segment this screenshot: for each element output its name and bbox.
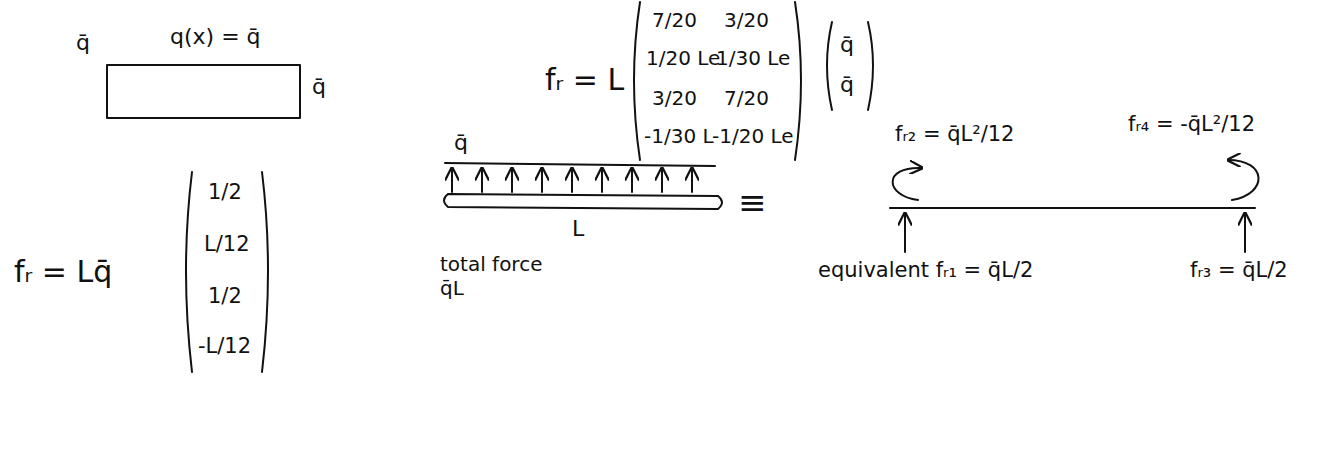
vector-bracket: [186, 172, 192, 372]
handwritten-label: equivalent fᵣ₁ = q̄L/2: [818, 258, 1033, 283]
moment-arrow: [1228, 160, 1259, 200]
handwritten-label: -1/20 Le: [712, 124, 794, 148]
handwritten-label: 3/20: [652, 86, 697, 110]
handwritten-label: q̄: [454, 130, 468, 156]
moment-arrow: [893, 168, 922, 200]
matrix-bracket: [795, 2, 801, 160]
handwritten-label: -L/12: [198, 334, 251, 359]
handwritten-label: q̄: [840, 72, 854, 98]
load-arrows: [452, 168, 692, 192]
handwritten-label: L/12: [204, 232, 250, 257]
handwritten-label: ≡: [738, 182, 767, 223]
handwritten-label: fᵣ₃ = q̄L/2: [1190, 258, 1288, 283]
handwritten-label: q̄: [76, 30, 90, 56]
handwritten-label: 7/20: [652, 8, 697, 32]
handwritten-label: 1/2: [208, 180, 242, 205]
handwritten-label: q̄: [312, 74, 326, 100]
bar-element: [107, 65, 300, 118]
handwritten-label: fᵣ = Lq̄: [14, 254, 112, 290]
vector-bracket: [262, 172, 268, 372]
handwritten-label: q(x) = q̄: [170, 24, 261, 50]
handwritten-label: fᵣ₂ = q̄L²/12: [895, 122, 1014, 147]
handwritten-label: 1/20 Le: [646, 46, 720, 70]
beam: [890, 207, 1255, 209]
handwritten-label: 1/2: [208, 284, 242, 309]
handwritten-label: total force q̄L: [440, 252, 560, 300]
matrix-bracket: [634, 2, 640, 160]
handwritten-label: 1/30 Le: [716, 46, 790, 70]
vector-bracket: [827, 22, 832, 110]
load-line: [445, 163, 715, 166]
beam: [444, 194, 722, 209]
vector-bracket: [868, 22, 873, 110]
handwritten-label: 7/20: [724, 86, 769, 110]
force-arrow: [1244, 213, 1246, 252]
handwritten-label: 3/20: [724, 8, 769, 32]
force-arrow: [904, 213, 906, 252]
handwritten-label: fᵣ₄ = -q̄L²/12: [1128, 112, 1255, 137]
handwritten-label: L: [572, 216, 584, 242]
handwritten-label: fᵣ = L: [545, 62, 624, 98]
handwritten-label: -1/30 L: [644, 124, 714, 148]
handwritten-label: q̄: [840, 32, 854, 58]
